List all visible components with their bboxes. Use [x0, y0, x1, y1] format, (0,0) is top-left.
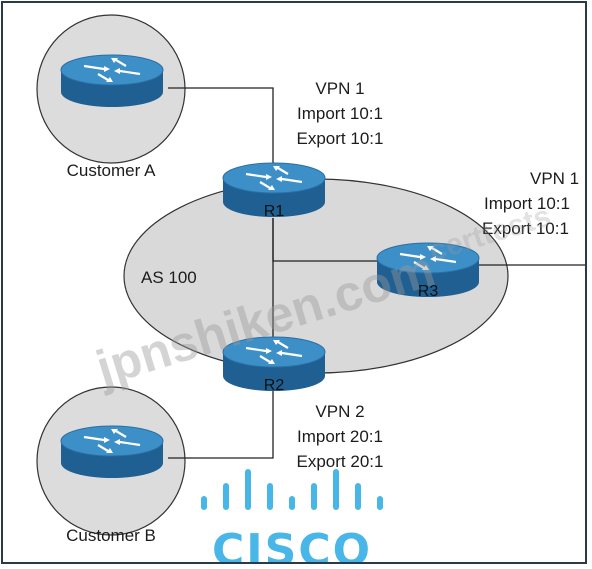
vpn-r2-export: Export 20:1 [297, 452, 384, 471]
router-r3-label: R3 [418, 283, 439, 300]
vpn-r2-title: VPN 2 [315, 402, 364, 421]
vpn-r1-import: Import 10:1 [297, 104, 383, 123]
vpn-r2-import: Import 20:1 [297, 427, 383, 446]
link-r2-customer-b [168, 388, 274, 459]
cisco-logo-word: CISCO [212, 525, 372, 564]
vpn-r1-title: VPN 1 [315, 79, 364, 98]
router-r1-icon [222, 162, 326, 217]
vpn-r3-title: VPN 1 [530, 169, 579, 188]
as-label: AS 100 [141, 268, 197, 287]
router-r1-label: R1 [264, 203, 285, 220]
router-r2-label: R2 [264, 377, 285, 394]
customer-a-label: Customer A [67, 161, 156, 180]
router-r2-icon [222, 336, 326, 391]
router-customer-b-icon [60, 425, 164, 478]
router-customer-a-icon [60, 54, 164, 107]
customer-b-label: Customer B [66, 526, 156, 545]
vpn-r3-import: Import 10:1 [484, 194, 570, 213]
diagram-frame: R1 R3 R2 AS 100 Customer A Customer B VP… [1, 1, 587, 564]
link-customer-a-r1 [168, 87, 274, 175]
network-diagram: R1 R3 R2 AS 100 Customer A Customer B VP… [36, 14, 585, 564]
vpn-r3-export: Export 10:1 [482, 219, 569, 238]
vpn-r1-export: Export 10:1 [297, 129, 384, 148]
router-r3-icon [376, 242, 480, 297]
cisco-logo-icon [201, 469, 383, 510]
